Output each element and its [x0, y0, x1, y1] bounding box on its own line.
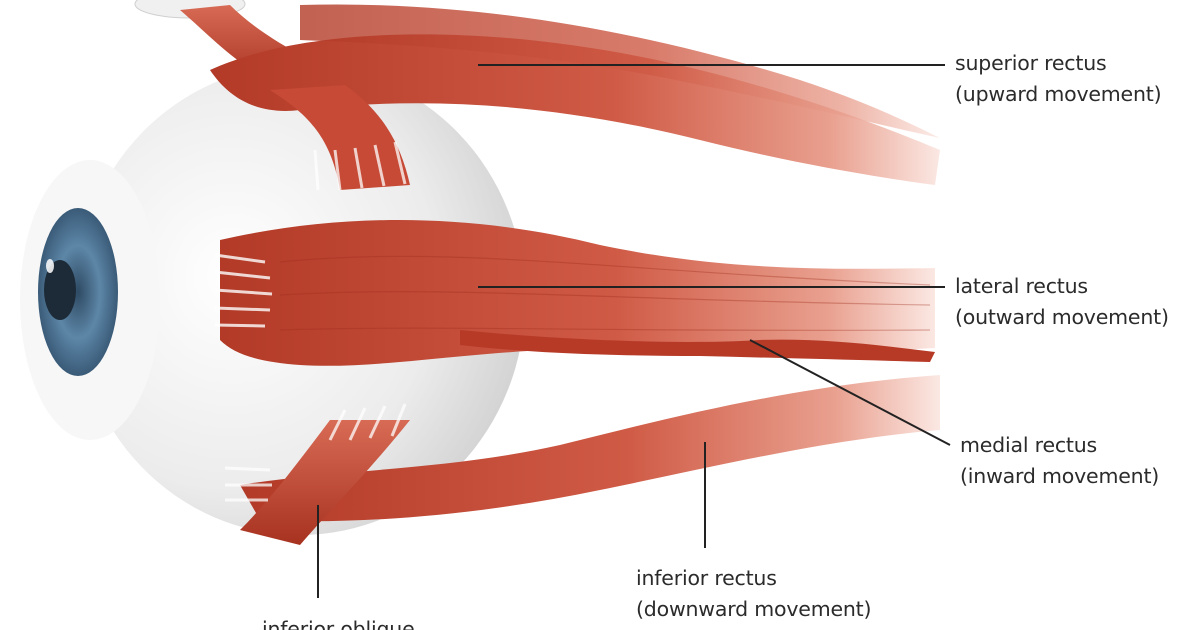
label-inferior-oblique: inferior oblique [262, 614, 415, 630]
lateral-muscle-striations [279, 255, 931, 331]
inferior-rectus-function: (downward movement) [636, 597, 872, 621]
inferior-rectus-name: inferior rectus [636, 566, 777, 590]
iris [38, 208, 118, 376]
lateral-rectus-function: (outward movement) [955, 305, 1169, 329]
label-inferior-rectus: inferior rectus (downward movement) [636, 563, 872, 625]
medial-rectus-function: (inward movement) [960, 464, 1160, 488]
medial-rectus-muscle [460, 330, 935, 362]
superior-rectus-top-band [300, 4, 940, 138]
leader-medial-rectus [749, 339, 951, 446]
lateral-rectus-muscle [220, 220, 935, 366]
superior-rectus-function: (upward movement) [955, 82, 1162, 106]
pupil [44, 260, 76, 320]
inferior-rectus-muscle [240, 375, 940, 522]
lateral-rectus-name: lateral rectus [955, 274, 1088, 298]
label-superior-rectus: superior rectus (upward movement) [955, 48, 1162, 110]
superior-insertion-fibers [313, 141, 407, 191]
medial-rectus-name: medial rectus [960, 433, 1098, 457]
lateral-insertion-fibers [214, 253, 273, 328]
superior-rectus-insertion [270, 85, 410, 190]
inferior-insertion-fibers [224, 403, 407, 502]
pupil-highlight [46, 259, 54, 273]
superior-rectus-muscle [210, 34, 940, 185]
label-medial-rectus: medial rectus (inward movement) [960, 430, 1159, 492]
inferior-oblique-muscle [240, 420, 410, 545]
label-lateral-rectus: lateral rectus (outward movement) [955, 271, 1169, 333]
superior-rectus-name: superior rectus [955, 51, 1107, 75]
inferior-oblique-name: inferior oblique [262, 617, 415, 630]
